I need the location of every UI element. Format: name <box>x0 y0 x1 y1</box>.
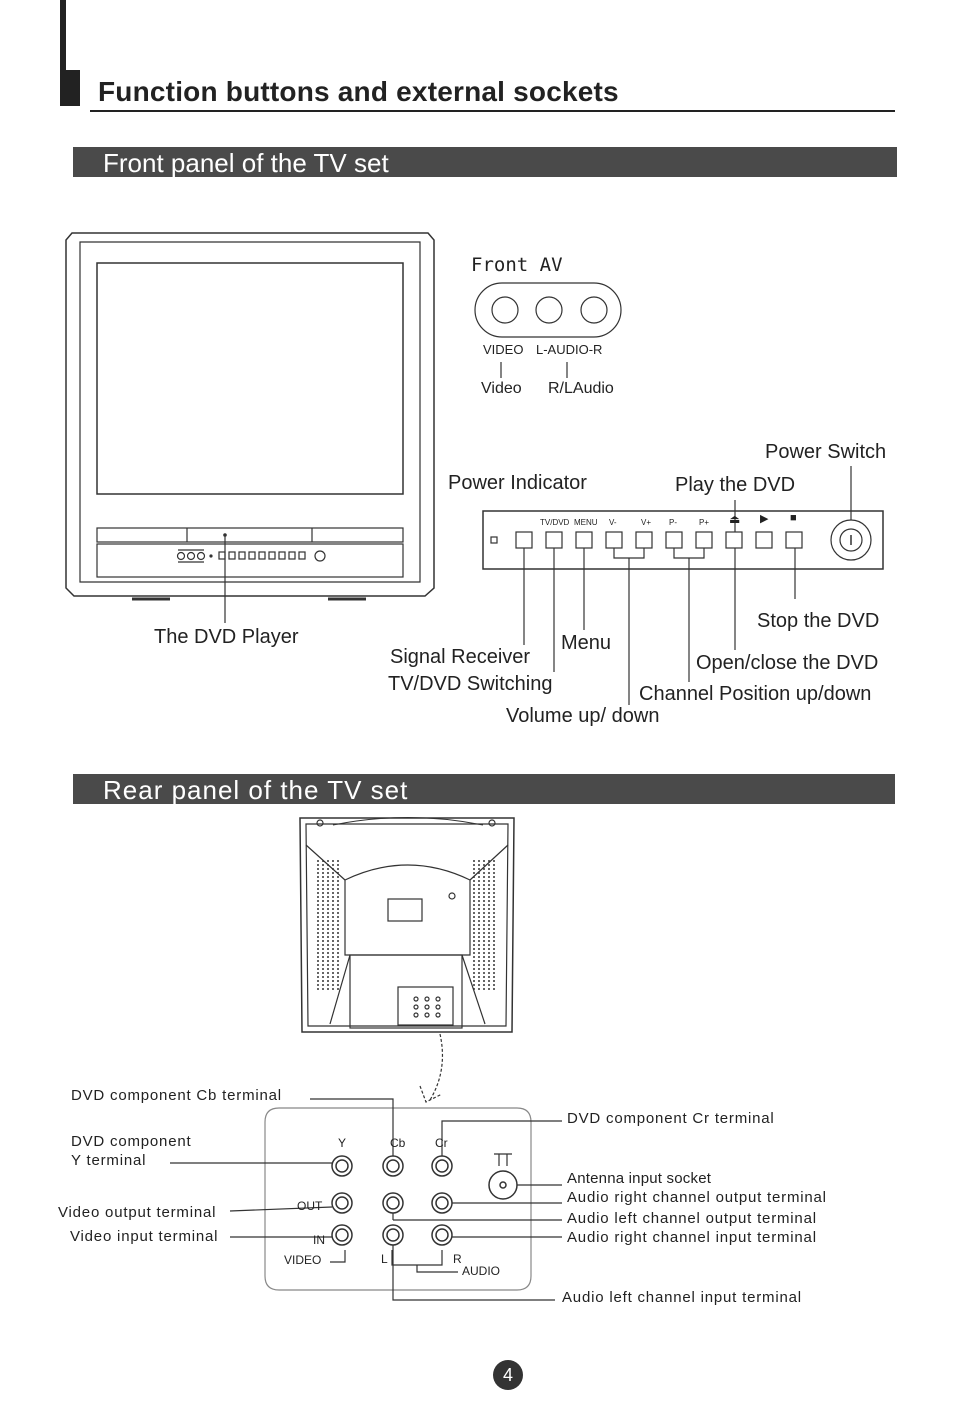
cp-label-tvdvd: TV/DVD <box>540 518 570 527</box>
rear-section-title: Rear panel of the TV set <box>103 775 409 805</box>
title-underline <box>90 110 895 112</box>
front-av-video-label: VIDEO <box>483 342 524 357</box>
front-section-title: Front panel of the TV set <box>103 148 389 178</box>
label-y-terminal-line2: Y terminal <box>71 1152 147 1169</box>
label-video-in: Video input terminal <box>70 1228 219 1245</box>
cp-label-pminus: P- <box>669 518 677 527</box>
label-power-switch: Power Switch <box>765 441 887 463</box>
rear-section-header: Rear panel of the TV set <box>73 774 895 805</box>
stop-icon: ■ <box>790 512 797 524</box>
cp-label-pplus: P+ <box>699 518 710 527</box>
label-audio-l-out: Audio left channel output terminal <box>567 1210 817 1227</box>
front-av-title: Front AV <box>471 254 563 276</box>
header-accent-bar <box>60 0 66 106</box>
label-stop-dvd: Stop the DVD <box>757 610 880 632</box>
front-av-audio-desc: R/LAudio <box>548 380 614 397</box>
play-icon: ▶ <box>760 513 769 525</box>
header-accent-block <box>60 70 80 106</box>
label-audio-r-in: Audio right channel input terminal <box>567 1229 817 1246</box>
label-cb-terminal: DVD component Cb terminal <box>71 1087 282 1104</box>
jack-label-in: IN <box>313 1233 325 1247</box>
label-y-terminal-line1: DVD component <box>71 1133 192 1150</box>
front-av-video-desc: Video <box>481 380 522 397</box>
label-power-indicator: Power Indicator <box>448 472 587 494</box>
label-channel-updown: Channel Position up/down <box>639 683 872 705</box>
page-title: Function buttons and external sockets <box>98 76 619 107</box>
jack-label-video: VIDEO <box>284 1253 322 1267</box>
label-signal-receiver: Signal Receiver <box>390 646 531 668</box>
jack-label-cb: Cb <box>390 1136 406 1150</box>
label-volume-updown: Volume up/ down <box>506 705 660 727</box>
label-menu: Menu <box>561 632 612 654</box>
rear-jack-panel <box>170 1098 562 1301</box>
eject-icon: ⏏ <box>729 512 741 526</box>
jack-label-r: R <box>453 1252 462 1266</box>
front-section-header: Front panel of the TV set <box>73 147 897 178</box>
label-video-out: Video output terminal <box>58 1204 217 1221</box>
label-play-dvd: Play the DVD <box>675 474 796 496</box>
front-av-audio-label: L-AUDIO-R <box>536 342 603 357</box>
control-panel-illustration <box>482 466 884 705</box>
jack-label-out: OUT <box>297 1199 323 1213</box>
tv-rear-illustration <box>299 817 515 1103</box>
label-dvd-player: The DVD Player <box>154 626 299 648</box>
jack-label-cr: Cr <box>435 1136 448 1150</box>
cp-label-vminus: V- <box>609 518 617 527</box>
label-audio-r-out: Audio right channel output terminal <box>567 1189 827 1206</box>
cp-label-vplus: V+ <box>641 518 652 527</box>
front-av-jack-panel <box>474 282 622 378</box>
label-antenna: Antenna input socket <box>567 1170 712 1187</box>
tv-front-illustration <box>65 232 435 623</box>
jack-label-l: L <box>381 1252 388 1266</box>
label-open-close: Open/close the DVD <box>696 652 879 674</box>
jack-label-audio: AUDIO <box>462 1264 501 1278</box>
label-tv-dvd-switching: TV/DVD Switching <box>388 673 553 695</box>
label-cr-terminal: DVD component Cr terminal <box>567 1110 775 1127</box>
jack-label-y: Y <box>338 1136 347 1150</box>
cp-label-menu: MENU <box>574 518 598 527</box>
label-audio-l-in: Audio left channel input terminal <box>562 1289 802 1306</box>
page-number: 4 <box>493 1360 523 1390</box>
